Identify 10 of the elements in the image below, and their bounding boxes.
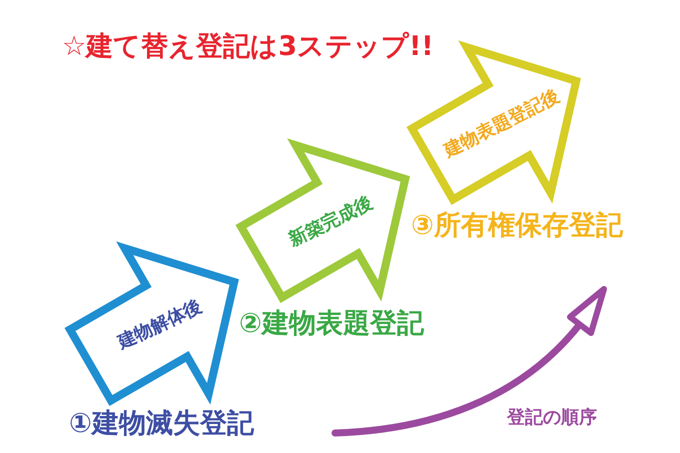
- title: ☆建て替え登記は3ステップ!!: [62, 33, 434, 60]
- step-box-label: 建物解体後: [115, 298, 204, 352]
- step-box: [235, 138, 410, 303]
- step-box-label: 新築完成後: [286, 194, 376, 250]
- step-label: ③所有権保存登記: [411, 212, 623, 239]
- step-label: ①建物滅失登記: [69, 410, 254, 437]
- direction-label: 登記の順序: [507, 409, 597, 427]
- step-label: ②建物表題登記: [239, 310, 424, 337]
- step-box-label: 建物表題登記後: [442, 87, 562, 161]
- step-box: [64, 241, 239, 406]
